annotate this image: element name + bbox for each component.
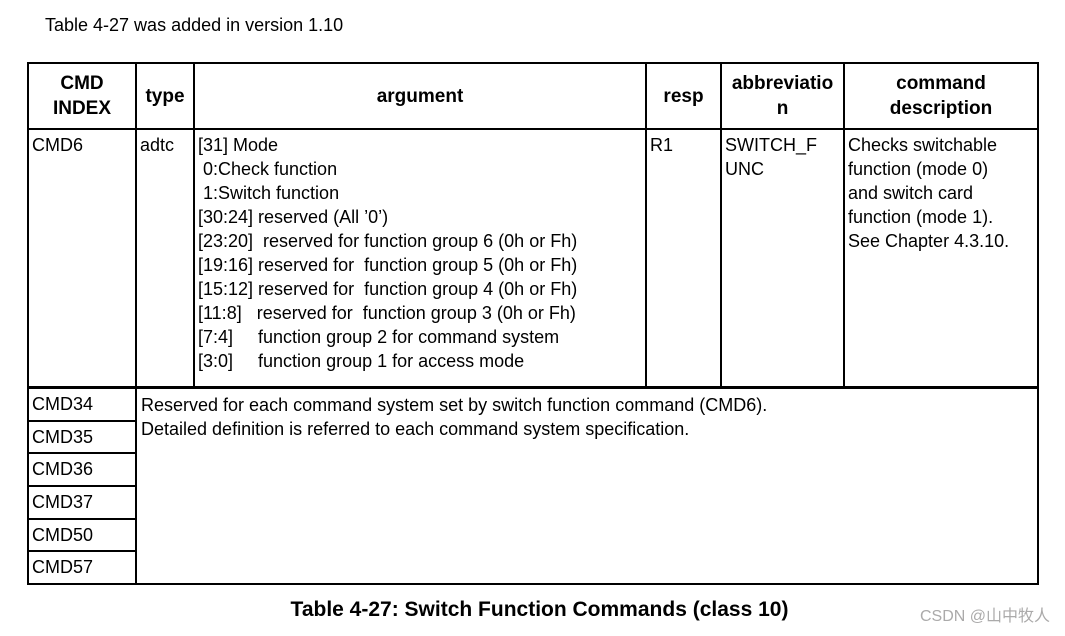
- reserved-cmd-index-column: CMD34 CMD35 CMD36 CMD37 CMD50 CMD57: [29, 389, 137, 583]
- cmd6-description-cell: Checks switchable function (mode 0) and …: [848, 135, 1010, 251]
- cmd36-index-cell: CMD36: [29, 454, 135, 488]
- cmd6-abbreviation-cell: SWITCH_F UNC: [722, 130, 845, 386]
- cmd57-index-cell: CMD57: [32, 557, 94, 578]
- cmd6-argument-cell: [31] Mode 0:Check function 1:Switch func…: [195, 130, 647, 386]
- header-argument: argument: [195, 64, 647, 128]
- table-header-row: CMD INDEX type argument resp abbreviatio…: [29, 64, 1037, 130]
- cmd6-type-cell: adtc: [137, 130, 195, 386]
- switch-function-commands-table: CMD INDEX type argument resp abbreviatio…: [27, 62, 1039, 585]
- cmd34-index-cell: CMD34: [29, 389, 135, 422]
- intro-text: Table 4-27 was added in version 1.10: [45, 15, 344, 35]
- cmd50-index-cell: CMD50: [29, 520, 135, 553]
- reserved-note-cell: Reserved for each command system set by …: [141, 395, 768, 439]
- cmd37-index-cell: CMD37: [29, 487, 135, 520]
- table-row-cmd6: CMD6 adtc [31] Mode 0:Check function 1:S…: [29, 130, 1037, 389]
- header-resp: resp: [647, 64, 722, 128]
- header-cmd-index: CMD INDEX: [29, 64, 137, 128]
- header-abbreviation: abbreviatio n: [722, 64, 845, 128]
- header-type: type: [137, 64, 195, 128]
- cmd6-resp-cell: R1: [647, 130, 722, 386]
- reserved-commands-section: CMD34 CMD35 CMD36 CMD37 CMD50 CMD57 Rese…: [29, 389, 1037, 583]
- cmd35-index-cell: CMD35: [29, 422, 135, 455]
- cmd6-index-cell: CMD6: [29, 130, 137, 386]
- table-caption: Table 4-27: Switch Function Commands (cl…: [290, 598, 789, 621]
- csdn-watermark: CSDN @山中牧人: [919, 608, 1050, 625]
- header-command-description: command description: [889, 73, 993, 119]
